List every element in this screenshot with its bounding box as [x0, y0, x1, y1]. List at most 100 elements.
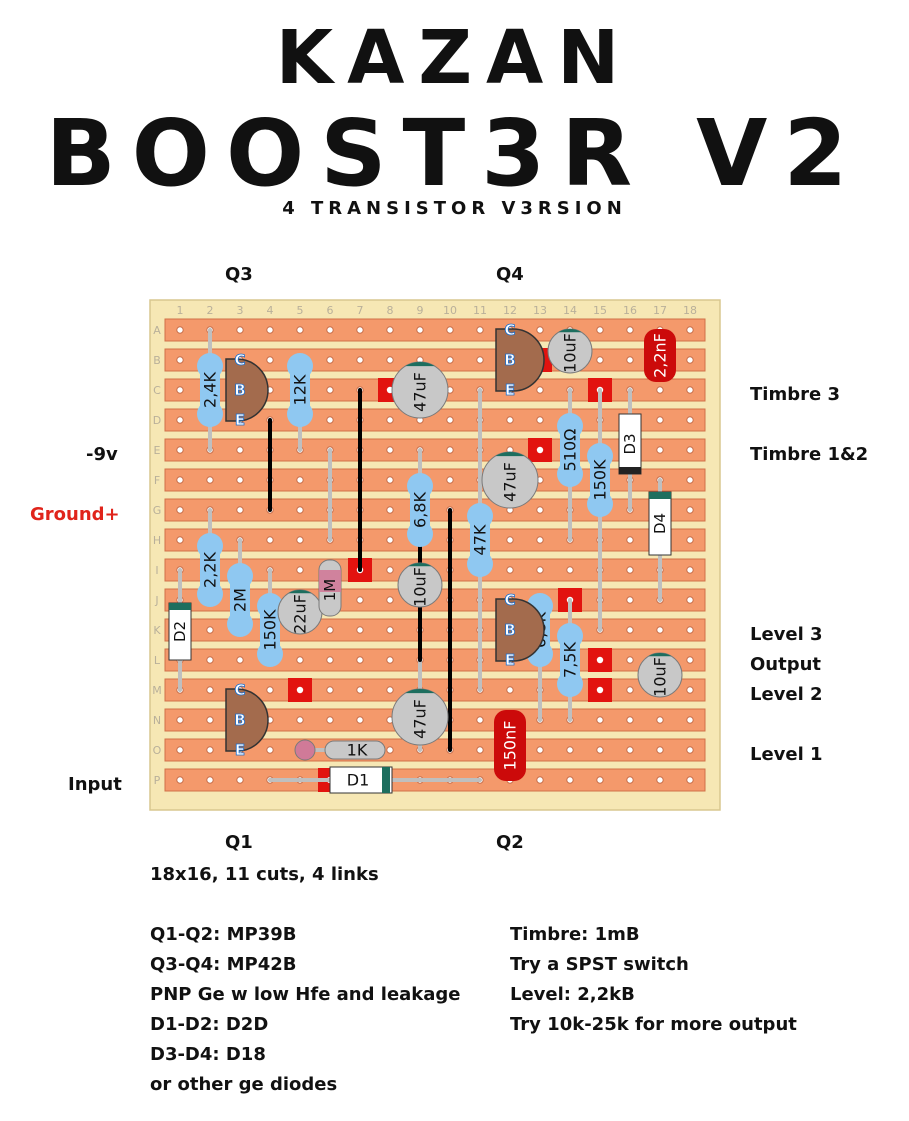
cap-stripe [405, 362, 435, 367]
strip-hole [476, 356, 484, 364]
strip-hole [176, 356, 184, 364]
resistor-label: 2M [231, 588, 250, 612]
strip-hole [356, 626, 364, 634]
column-label: 7 [357, 304, 364, 317]
film-cap [644, 329, 676, 382]
strip-hole [236, 446, 244, 454]
strip-hole [686, 566, 694, 574]
strip-hole [446, 446, 454, 454]
transistor-pin-label: B [234, 381, 245, 399]
row-label: H [153, 534, 161, 547]
label-q1: Q1 [225, 832, 253, 853]
copper-strip [164, 648, 706, 672]
cap-label: 22uF [291, 594, 310, 634]
strip-hole [206, 746, 214, 754]
row-label: L [154, 654, 161, 667]
strip-hole [356, 656, 364, 664]
column-label: 5 [297, 304, 304, 317]
strip-hole [206, 716, 214, 724]
note-line: Q1-Q2: MP39B [150, 924, 297, 945]
strip-hole [596, 656, 604, 664]
column-label: 2 [207, 304, 214, 317]
label-output: Output [750, 654, 822, 675]
label-level-3: Level 3 [750, 624, 823, 645]
strip-hole [626, 566, 634, 574]
transistor-body [225, 358, 269, 422]
row-label: G [153, 504, 162, 517]
label-ground: Ground+ [30, 504, 120, 525]
strip-hole [176, 746, 184, 754]
label-timbre-3: Timbre 3 [750, 384, 840, 405]
resistor-body [230, 576, 250, 624]
resistor-label: 47K [471, 524, 490, 555]
cap-label: 10uF [651, 657, 670, 697]
strip-hole [686, 626, 694, 634]
strip-hole [506, 686, 514, 694]
strip-hole [686, 536, 694, 544]
strip-hole [536, 416, 544, 424]
strip-hole [296, 686, 304, 694]
resistor-label: 6,8K [411, 492, 430, 528]
note-line: D1-D2: D2D [150, 1014, 269, 1035]
strip-hole [236, 506, 244, 514]
strip-hole [626, 596, 634, 604]
strip-hole [326, 686, 334, 694]
strip-hole [656, 626, 664, 634]
label-timbre-1-2: Timbre 1&2 [750, 444, 869, 465]
resistor-body [470, 516, 490, 564]
trimmer-label: 1M [321, 579, 339, 602]
strip-hole [656, 446, 664, 454]
strip-hole [326, 416, 334, 424]
strip-hole [386, 506, 394, 514]
strip-hole [686, 386, 694, 394]
label-level-2: Level 2 [750, 684, 823, 705]
strip-hole [416, 326, 424, 334]
strip-hole [386, 596, 394, 604]
note-line: Level: 2,2kB [510, 984, 635, 1005]
trimmer-label: 1K [347, 741, 368, 760]
electrolytic-cap [637, 652, 683, 698]
strip-hole [326, 386, 334, 394]
diode-label: D1 [347, 771, 370, 790]
strip-hole [596, 746, 604, 754]
strip-hole [656, 416, 664, 424]
strip-hole [266, 326, 274, 334]
label-q2: Q2 [496, 832, 524, 853]
diode-band [382, 767, 390, 793]
column-label: 14 [563, 304, 577, 317]
resistor-body [260, 606, 280, 654]
cap-label: 150nF [501, 721, 520, 771]
strip-hole [176, 716, 184, 724]
row-label: K [153, 624, 161, 637]
resistor-body [560, 426, 580, 474]
cap-stripe [558, 328, 582, 333]
strip-hole [686, 326, 694, 334]
note-line: or other ge diodes [150, 1074, 338, 1095]
strip-hole [176, 536, 184, 544]
transistor-pin-label: B [234, 711, 245, 729]
strip-hole [266, 746, 274, 754]
strip-hole [386, 356, 394, 364]
row-label: I [155, 564, 158, 577]
copper-strip [164, 528, 706, 552]
strip-hole [356, 356, 364, 364]
strip-hole [296, 476, 304, 484]
copper-strip [164, 498, 706, 522]
strip-hole [266, 686, 274, 694]
row-label: B [153, 354, 161, 367]
strip-hole [206, 776, 214, 784]
strip-hole [596, 716, 604, 724]
strip-hole [176, 326, 184, 334]
strip-hole [686, 776, 694, 784]
strip-hole [656, 746, 664, 754]
column-label: 4 [267, 304, 274, 317]
diode-band [649, 492, 671, 499]
strip-hole [326, 716, 334, 724]
strip-hole [686, 716, 694, 724]
row-label: E [154, 444, 161, 457]
title-line-2: BOOST3R V2 [45, 100, 864, 207]
strip-hole [236, 326, 244, 334]
strip-hole [356, 596, 364, 604]
cap-stripe [405, 688, 435, 694]
row-label: P [154, 774, 161, 787]
